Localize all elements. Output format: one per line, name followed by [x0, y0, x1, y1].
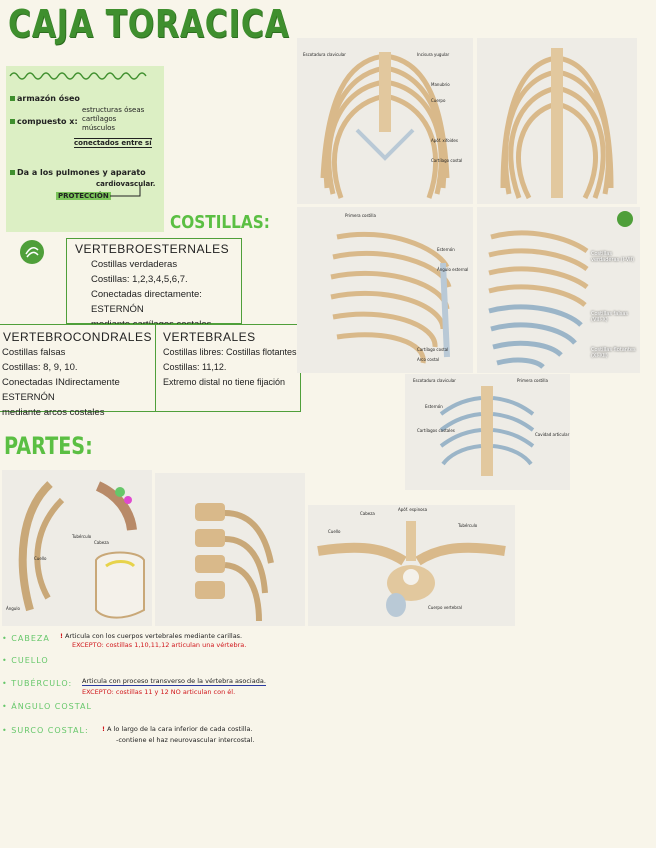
label-1: Escotadura clavicular — [303, 52, 346, 57]
sternum-image: Escotadura clavicular Primera costilla E… — [405, 374, 570, 490]
vertebral-joints-image — [155, 473, 305, 626]
label-cartilage: Cartílago costal — [417, 347, 449, 352]
label-costal-arch: Arco costal — [417, 357, 440, 362]
thorax-anterior-image: Escotadura clavicular Incisura yugular M… — [297, 38, 473, 204]
label-rib-neck: Cuello — [328, 529, 341, 534]
costillas-heading: COSTILLAS: — [170, 212, 270, 233]
label-rib-head: Cabeza — [360, 511, 375, 516]
thorax-anterior-drawing — [320, 52, 450, 199]
label-floating-ribs: Costillas flotantes (XI-XII) — [591, 347, 636, 359]
partes-heading: PARTES: — [4, 432, 93, 460]
protection-tag: PROTECCIÓN — [56, 192, 111, 200]
vertebrales-title: VERTEBRALES — [163, 330, 256, 344]
costovertebral-image: Cabeza Cuello Tubérculo Cuerpo vertebral… — [308, 505, 515, 626]
intro-item-2: compuesto x: — [10, 117, 78, 126]
label-angle: Ángulo — [6, 606, 20, 611]
label-2: Incisura yugular — [417, 52, 450, 57]
part-cuello: • CUELLO — [2, 656, 49, 665]
vertebrocondrales-title: VERTEBROCONDRALES — [3, 330, 152, 344]
label-tubercle: Tubérculo — [72, 534, 92, 539]
label-5: Apóf. xifoides — [431, 138, 458, 143]
intro-item-3: Da a los pulmones y aparato — [10, 168, 146, 177]
rib-classification-image: Costillas verdaderas (I-VII) Costillas f… — [477, 207, 640, 373]
costovertebral-drawing — [317, 521, 506, 617]
rib-symbol-icon — [20, 240, 44, 264]
part-cabeza-note: ! Articula con los cuerpos vertebrales m… — [60, 632, 243, 640]
label-sternum-2: Esternón — [425, 404, 443, 409]
label-neck: Cuello — [34, 556, 47, 561]
vertebroesternales-title: VERTEBROESTERNALES — [75, 242, 230, 256]
pin-icon: ! — [60, 632, 63, 640]
label-false-ribs: Costillas falsas (VIII-X) — [591, 311, 629, 323]
part-angulo-costal: • ÁNGULO COSTAL — [2, 702, 92, 711]
scribble-heading — [9, 72, 147, 80]
thorax-lateral-image: Primera costilla Esternón Ángulo esterna… — [297, 207, 473, 373]
part-cabeza-exception: EXCEPTO: costillas 1,10,11,12 articulan … — [72, 641, 247, 649]
part-tuberculo: • TUBÉRCULO: — [2, 679, 73, 688]
label-true-ribs: Costillas verdaderas (I-VII) — [591, 251, 635, 263]
arrow-icon — [110, 186, 141, 197]
bullet-icon — [10, 119, 15, 124]
label-sternum: Esternón — [437, 247, 455, 252]
rib-parts-image: Cabeza Cuello Tubérculo Ángulo — [2, 470, 152, 626]
bullet-icon — [10, 96, 15, 101]
intro-item-2-extra: conectados entre sí — [74, 138, 152, 148]
label-clavicular-notch: Escotadura clavicular — [413, 378, 456, 383]
vertebrocondrales-lines: Costillas falsas Costillas: 8, 9, 10. Co… — [2, 347, 120, 418]
pin-icon: ! — [102, 725, 105, 733]
label-rib-tubercle: Tubérculo — [458, 523, 478, 528]
intro-item-1: armazón óseo — [10, 94, 80, 103]
label-cartilages: Cartílagos costales — [417, 428, 455, 433]
vertebrales-lines: Costillas libres: Costillas flotantes Co… — [163, 347, 297, 387]
part-cabeza: • CABEZA — [2, 634, 50, 643]
label-vertebral-body: Cuerpo vertebral — [428, 605, 462, 610]
label-first-rib-2: Primera costilla — [517, 378, 548, 383]
page-title: CAJA TORACICA — [8, 2, 290, 46]
thorax-lateral-drawing — [330, 231, 452, 364]
part-tuberculo-note: Articula con proceso transverso de la vé… — [82, 677, 266, 686]
vertebroesternales-lines: Costillas verdaderas Costillas: 1,2,3,4,… — [91, 259, 211, 330]
label-articular-cavity: Cavidad articular — [535, 432, 570, 437]
label-3: Manubrio — [431, 82, 450, 87]
label-sternal-angle: Ángulo esternal — [437, 267, 469, 272]
label-head: Cabeza — [94, 540, 109, 545]
part-surco-note2: -contiene el haz neurovascular intercost… — [116, 736, 255, 744]
part-surco-note: ! A lo largo de la cara inferior de cada… — [102, 725, 253, 733]
label-4: Cuerpo — [431, 98, 446, 103]
label-6: Cartílago costal — [431, 158, 463, 163]
rib-classification-drawing — [488, 211, 633, 369]
vertebral-joints-drawing — [195, 503, 274, 622]
part-tuberculo-exception: EXCEPTO: costillas 11 y 12 NO articulan … — [82, 688, 236, 696]
vertebroesternales-box: VERTEBROESTERNALES Costillas verdaderas … — [66, 238, 242, 330]
vertebrocondrales-box: VERTEBROCONDRALES Costillas falsas Costi… — [0, 324, 156, 418]
rib-parts-drawing — [18, 481, 145, 619]
vertebrales-box: VERTEBRALES Costillas libres: Costillas … — [155, 324, 301, 412]
intro-item-3-text2: cardiovascular. — [96, 180, 156, 188]
bullet-icon — [10, 170, 15, 175]
sternum-drawing — [439, 386, 535, 476]
thorax-posterior-drawing — [500, 48, 614, 200]
thorax-posterior-image — [477, 38, 637, 204]
part-surco-costal: • SURCO COSTAL: — [2, 726, 89, 735]
intro-box: armazón óseo compuesto x: estructuras ós… — [6, 66, 164, 232]
label-spinous: Apóf. espinosa — [398, 507, 428, 512]
label-first-rib: Primera costilla — [345, 213, 376, 218]
